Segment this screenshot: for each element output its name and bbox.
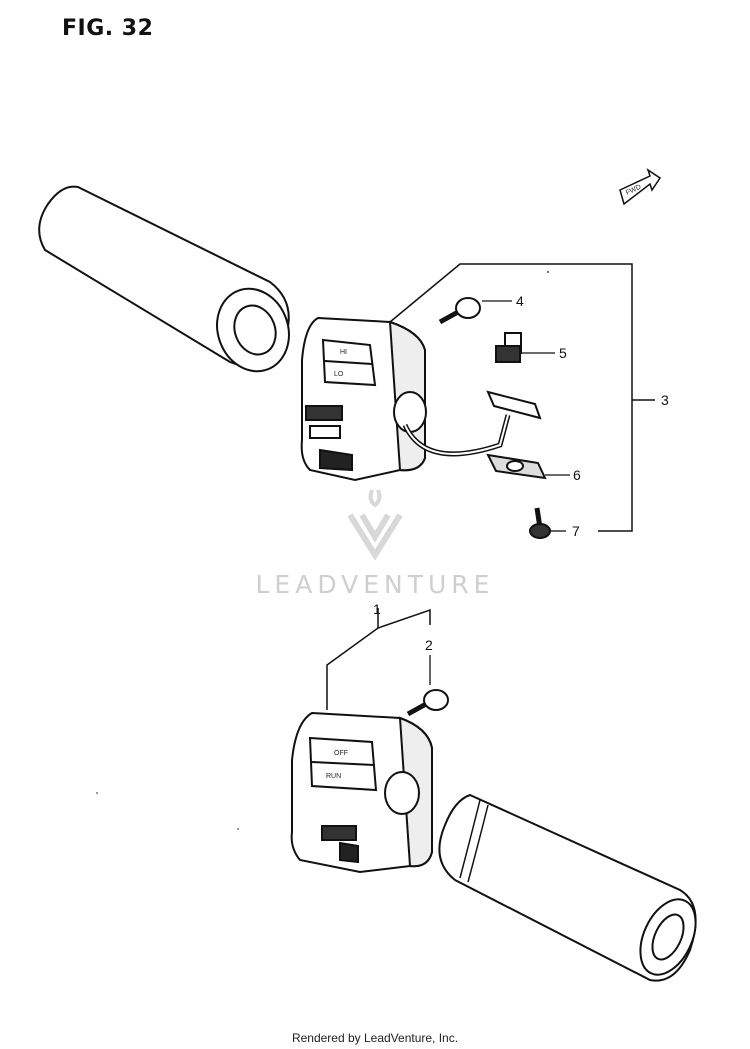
- part-6-clamp: [486, 390, 547, 480]
- part-2-screw: [406, 689, 449, 717]
- footer-credit: Rendered by LeadVenture, Inc.: [291, 1031, 459, 1045]
- hi-label: HI: [340, 349, 347, 356]
- run-label: RUN: [326, 773, 341, 780]
- callout-6: 6: [573, 467, 581, 483]
- part-5-switch: [495, 332, 522, 363]
- callout-bracket-3: [389, 263, 655, 532]
- watermark-text: LEADVENTURE: [255, 570, 495, 599]
- callout-7: 7: [572, 523, 580, 539]
- fwd-arrow-icon: FWD: [619, 168, 662, 206]
- callout-3: 3: [661, 392, 669, 408]
- figure-title: FIG. 32: [62, 16, 154, 41]
- callout-2: 2: [425, 637, 433, 653]
- part-4-screw: [438, 297, 481, 325]
- throttle-grip: [438, 793, 697, 982]
- right-switch-housing: [290, 711, 433, 874]
- callout-5: 5: [559, 345, 567, 361]
- off-label: OFF: [334, 750, 348, 757]
- part-7-screw: [529, 507, 551, 539]
- lo-label: LO: [334, 371, 344, 378]
- callout-4: 4: [516, 293, 524, 309]
- callout-bracket-1: [326, 608, 431, 710]
- left-switch-housing: [300, 316, 427, 482]
- scan-specks: [96, 270, 550, 830]
- watermark-logo: [347, 489, 403, 561]
- callout-1: 1: [373, 601, 381, 617]
- left-grip: [38, 185, 290, 373]
